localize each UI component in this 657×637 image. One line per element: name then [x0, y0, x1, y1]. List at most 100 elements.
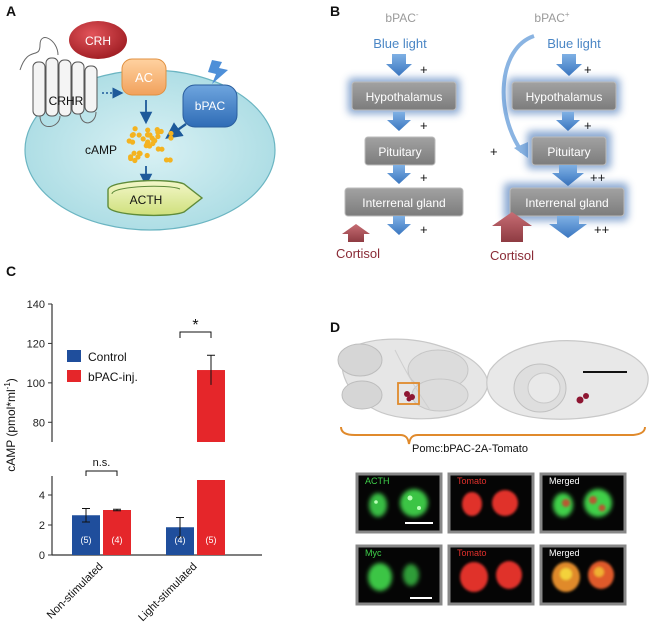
n-label: (5) — [206, 535, 217, 545]
y-tick-label: 140 — [27, 299, 45, 311]
ns-bracket — [85, 470, 118, 476]
camp-dot — [145, 139, 151, 145]
arrow-right-3 — [549, 216, 587, 238]
legend-label: Control — [88, 350, 127, 364]
interrenal-right-label: Interrenal gland — [525, 196, 608, 210]
blue-light-right: Blue light — [547, 36, 601, 51]
acth-label: ACTH — [130, 193, 163, 207]
camp-dot — [167, 157, 173, 163]
zoom-bracket — [340, 426, 646, 445]
cortisol-right-label: Cortisol — [490, 248, 534, 263]
cortisol-arrow-right — [492, 212, 532, 242]
larva-dorsal-view — [337, 338, 489, 420]
acth-stain-label: ACTH — [365, 476, 390, 486]
interrenal-left-label: Interrenal gland — [362, 196, 445, 210]
blue-light-left: Blue light — [373, 36, 427, 51]
plus-right-side: + — [490, 144, 498, 159]
micrograph-acth: ACTH — [355, 472, 443, 534]
light-bolt-icon — [208, 60, 228, 84]
y-tick-label: 2 — [39, 520, 45, 532]
legend-label: bPAC-inj. — [88, 370, 138, 384]
camp-dot — [126, 138, 132, 144]
micrograph-myc: Myc — [355, 544, 443, 606]
sig-bracket — [179, 331, 212, 338]
hypothalamus-box-right — [511, 81, 617, 111]
panel-letter-a: A — [6, 3, 16, 19]
hypothalamus-right-label: Hypothalamus — [526, 90, 603, 104]
panel-d: D Pomc:bPAC-2A-Tomato — [330, 319, 649, 606]
hypothalamus-box-left — [351, 81, 457, 111]
camp-dot — [136, 150, 143, 156]
camp-dot — [128, 155, 134, 162]
camp-dot — [132, 157, 138, 164]
micrograph-tomato-1: Tomato — [447, 472, 535, 534]
y-tick-label: 120 — [27, 338, 45, 350]
ac-label: AC — [135, 70, 153, 85]
tomato-label-2: Tomato — [457, 548, 487, 558]
myc-stain-label: Myc — [365, 548, 382, 558]
larva-lateral-view — [486, 340, 649, 420]
panel-letter-c: C — [6, 263, 16, 279]
camp-dot — [168, 135, 174, 141]
pituitary-left-label: Pituitary — [378, 145, 421, 159]
light-arrow-right — [556, 54, 582, 76]
arrow-right-2 — [552, 165, 584, 186]
crhr-label: CRHR — [49, 94, 84, 108]
camp-dot — [136, 132, 142, 138]
tomato-label-1: Tomato — [457, 476, 487, 486]
micrograph-merged-2: Merged — [539, 544, 627, 606]
y-axis-label: cAMP (pmol*ml-1) — [3, 378, 18, 472]
plus-left-top: + — [420, 62, 428, 77]
y-tick-label: 4 — [39, 490, 45, 502]
crh-label: CRH — [85, 34, 111, 48]
y-tick-label: 80 — [33, 417, 45, 429]
bar-chart: 02480100120140(5)(4)(4)(5)n.s.*ControlbP… — [27, 299, 262, 624]
category-label: Non-stimulated — [45, 561, 106, 622]
construct-label: Pomc:bPAC-2A-Tomato — [412, 443, 528, 455]
plus-right-top: + — [584, 62, 592, 77]
arrow-right-1 — [556, 112, 580, 131]
arrow-left-2 — [387, 165, 411, 184]
plus-left-pit: + — [420, 170, 428, 185]
panel-letter-d: D — [330, 319, 340, 335]
plus-right-pit: ++ — [590, 170, 605, 185]
merged-label-1: Merged — [549, 476, 580, 486]
camp-dot — [130, 132, 136, 138]
ac-enzyme — [121, 58, 167, 96]
camp-dot — [152, 138, 158, 144]
camp-dot — [144, 152, 150, 159]
camp-dot — [163, 157, 170, 163]
y-tick-label: 0 — [39, 550, 45, 562]
bpac-to-camp-arrow — [165, 122, 187, 139]
panel-a: A CRH CRHR AC bPAC cAMP ACTH — [6, 3, 276, 231]
micrograph-tomato-2: Tomato — [447, 544, 535, 606]
cortisol-arrow-left — [342, 224, 370, 242]
bar — [197, 480, 225, 555]
camp-dot — [145, 127, 151, 133]
ns-annotation: n.s. — [93, 457, 111, 469]
plus-left-int: + — [420, 222, 428, 237]
plus-right-hypo: + — [584, 118, 592, 133]
camp-dot — [146, 132, 152, 138]
crh-ligand — [69, 21, 127, 59]
micrograph-merged-1: Merged — [539, 472, 627, 534]
camp-dot — [155, 146, 161, 152]
zoom-box — [397, 382, 420, 405]
camp-dot — [168, 130, 174, 137]
crhr-receptor-icon — [19, 37, 98, 127]
arrow-left-1 — [387, 112, 411, 131]
plus-right-int: ++ — [594, 222, 609, 237]
category-label: Light-stimulated — [136, 561, 199, 624]
panel-c: C cAMP (pmol*ml-1) 02480100120140(5)(4)(… — [3, 263, 262, 624]
camp-dot — [131, 150, 137, 156]
bpac-label: bPAC — [195, 99, 226, 113]
legend-swatch — [67, 350, 81, 362]
n-label: (4) — [112, 535, 123, 545]
pituitary-right-label: Pituitary — [547, 145, 590, 159]
camp-dot — [135, 154, 141, 160]
bpac-minus-title: bPAC- — [385, 10, 418, 25]
legend-swatch — [67, 370, 81, 382]
panel-b: B bPAC- Blue light bPAC+ Blue light + Hy… — [330, 3, 628, 263]
camp-label: cAMP — [85, 143, 117, 157]
